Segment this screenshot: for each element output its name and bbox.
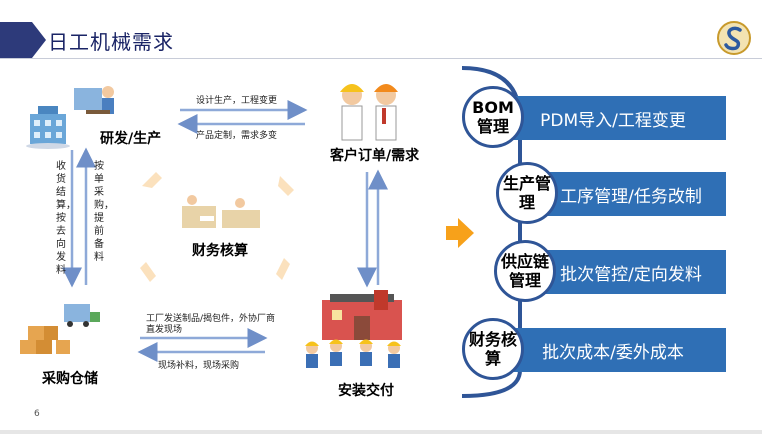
install-building-icon [305, 290, 402, 368]
row-rect-bom: PDM导入/工程变更 [500, 96, 726, 140]
node-install-label: 安装交付 [338, 383, 394, 399]
node-customer-label: 客户订单/需求 [330, 148, 420, 164]
page-number: 6 [34, 409, 40, 419]
orange-right-arrow-icon [446, 218, 474, 248]
node-warehouse-label: 采购仓储 [42, 371, 98, 387]
row-circle-supply-chain: 供应链管理 [494, 240, 556, 302]
cycle-chevrons [140, 172, 294, 282]
row-rect-finance: 批次成本/委外成本 [500, 328, 726, 372]
title-accent-bar [0, 22, 46, 58]
warehouse-boxes-icon [20, 304, 100, 354]
footer-bar [0, 430, 762, 434]
row-rect-supply-chain: 批次管控/定向发料 [536, 250, 726, 294]
node-finance-label: 财务核算 [192, 243, 248, 259]
rd-building-icon [26, 106, 70, 149]
title-divider [0, 58, 762, 59]
arrow-label-customer-to-rd: 产品定制，需求多变 [196, 131, 278, 141]
arrow-label-warehouse-to-rd: 按单采购，提前备料 [94, 161, 114, 263]
finance-people-icon [182, 195, 260, 228]
row-circle-finance: 财务核算 [462, 318, 524, 380]
arrow-label-rd-to-customer: 设计生产，工程变更 [196, 96, 278, 106]
company-logo-icon [717, 21, 751, 55]
customer-people-icon [340, 84, 398, 141]
page-title: 日工机械需求 [48, 30, 174, 54]
row-circle-bom: BOM管理 [462, 86, 524, 148]
row-circle-production: 生产管理 [496, 162, 558, 224]
arrow-label-warehouse-to-install: 工厂发送制品/揭包件，外协厂商直发现场 [146, 314, 276, 335]
engineer-icon [74, 86, 114, 114]
row-rect-production: 工序管理/任务改制 [536, 172, 726, 216]
arrow-label-install-to-warehouse: 现场补料，现场采购 [158, 361, 240, 371]
node-rd-label: 研发/生产 [100, 131, 162, 147]
arrow-label-rd-to-warehouse: 收货结算，按去向发料 [56, 161, 76, 276]
